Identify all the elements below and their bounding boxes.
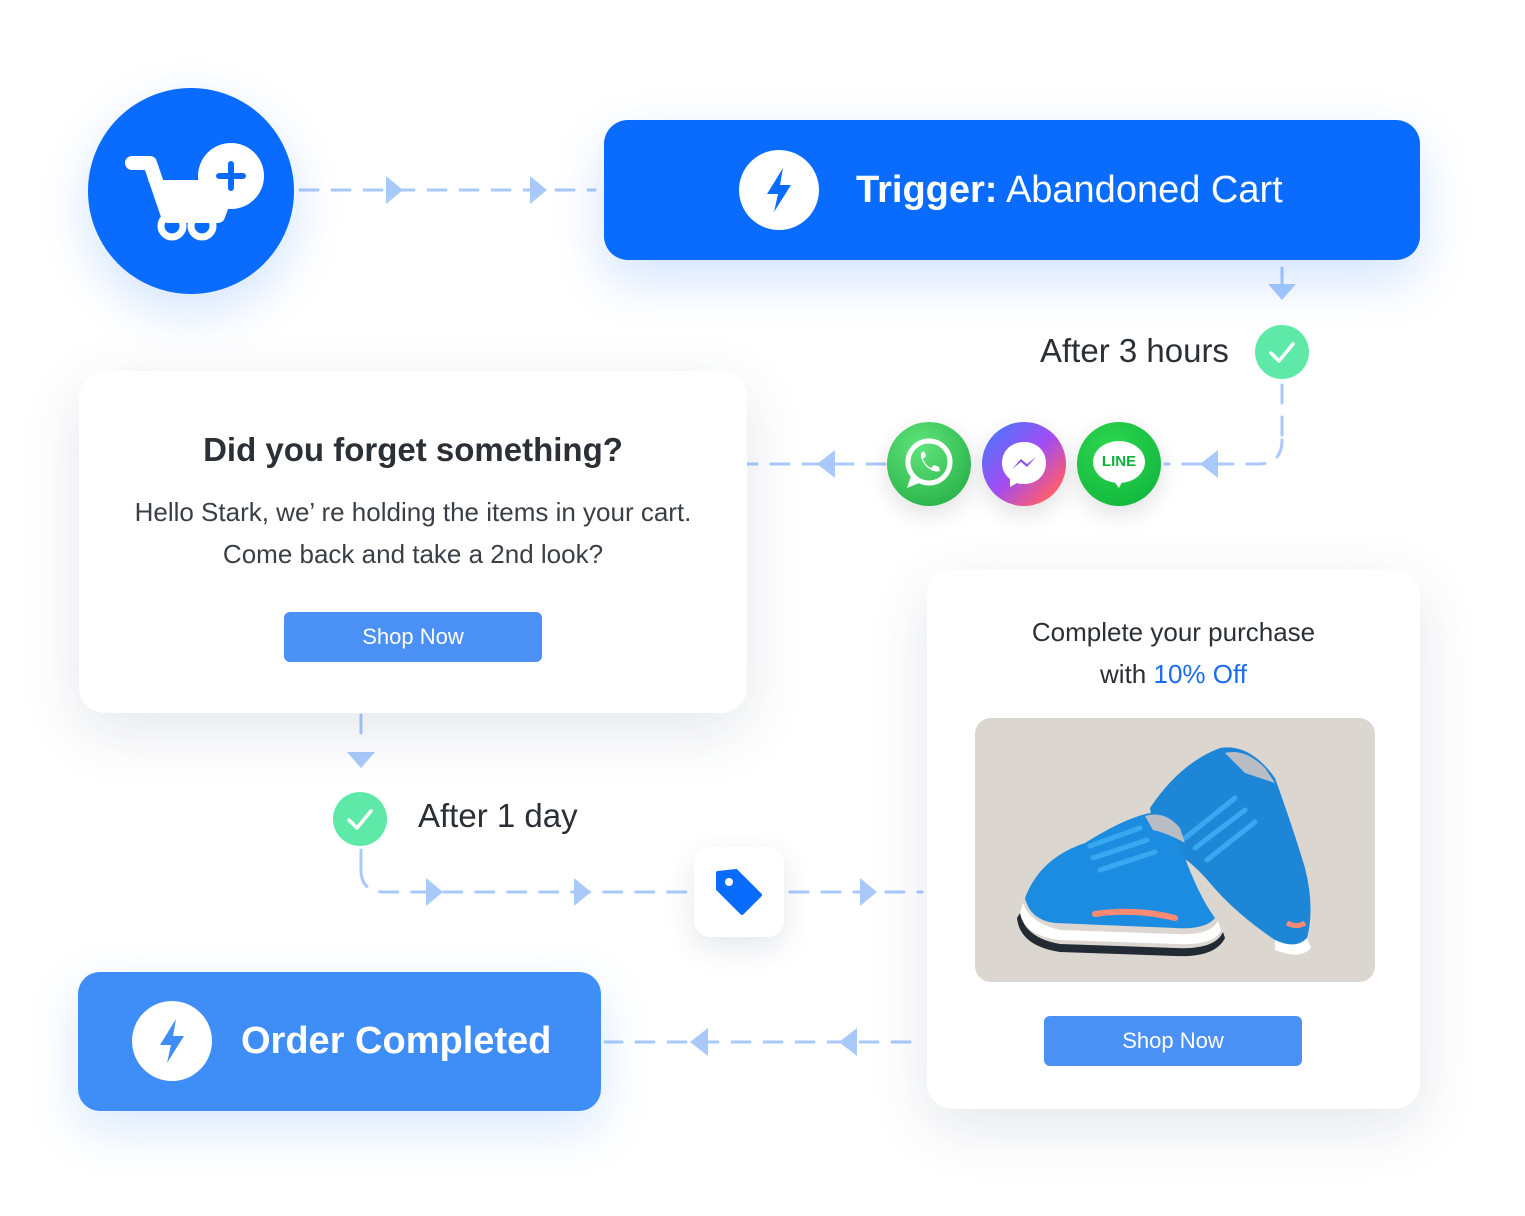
delay-label: After 1 day (418, 797, 578, 834)
arrow-down (1268, 284, 1296, 300)
shop-now-button[interactable]: Shop Now (1044, 1016, 1302, 1066)
arrow-right (574, 878, 591, 906)
reminder-message-card: Did you forget something? Hello Stark, w… (79, 371, 747, 713)
card-title: Did you forget something? (203, 431, 623, 468)
order-completed-label: Order Completed (241, 1020, 552, 1062)
arrow-right (530, 176, 547, 204)
arrow-left (690, 1028, 708, 1056)
delay-label: After 3 hours (1040, 332, 1229, 369)
check-icon (1255, 325, 1309, 379)
price-tag-icon (716, 869, 762, 915)
shop-now-button[interactable]: Shop Now (284, 612, 542, 662)
lightning-icon (739, 150, 819, 230)
messenger-icon[interactable] (982, 422, 1066, 506)
arrow-left (839, 1028, 857, 1056)
order-completed-node[interactable]: Order Completed (78, 972, 601, 1111)
arrow-right (386, 176, 403, 204)
line-icon[interactable]: LINE (1077, 422, 1161, 506)
arrow-right (426, 878, 443, 906)
start-cart-node (88, 88, 294, 294)
arrow-left (1200, 450, 1218, 478)
card-body: Hello Stark, we’ re holding the items in… (134, 497, 692, 569)
whatsapp-icon[interactable] (887, 422, 971, 506)
trigger-node[interactable]: Trigger: Abandoned Cart (604, 120, 1420, 260)
discount-highlight: 10% Off (1153, 659, 1247, 689)
lightning-icon (132, 1001, 212, 1081)
arrow-down (347, 752, 375, 768)
trigger-title: Trigger: Abandoned Cart (856, 169, 1283, 211)
line-logo-text: LINE (1101, 453, 1137, 470)
check-icon (333, 792, 387, 846)
arrow-left (817, 450, 835, 478)
offer-text: Complete your purchase with 10% Off (1031, 617, 1316, 689)
arrow-right (860, 878, 877, 906)
discount-node[interactable] (694, 847, 784, 937)
sneakers-image (975, 718, 1375, 982)
cart-plus-icon (125, 143, 264, 241)
offer-message-card: Complete your purchase with 10% Off Shop… (927, 569, 1420, 1109)
